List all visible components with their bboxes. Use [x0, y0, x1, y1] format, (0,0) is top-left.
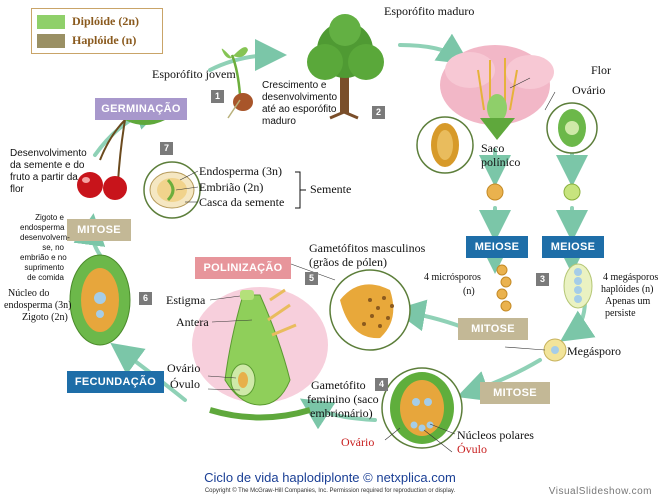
step-3: 3: [536, 273, 549, 286]
label-megasporos-4: persiste: [605, 308, 636, 319]
legend-haploid-swatch: [37, 34, 65, 48]
pollen-detail: [329, 269, 411, 351]
tag-mitose-left: MITOSE: [67, 219, 131, 241]
step-6: 6: [139, 292, 152, 305]
label-megasporos-2: haplóides (n): [601, 284, 654, 295]
step-5: 5: [305, 272, 318, 285]
label-crescimento-2: desenvolvimento: [262, 92, 338, 103]
label-microsporos-2: (n): [463, 286, 475, 297]
label-megasporo: Megásporo: [567, 344, 621, 358]
ovary-detail: [546, 102, 598, 154]
label-zigoto-endosperma-3: desenvolvem-: [20, 233, 70, 242]
legend-haploid-label: Haplóide (n): [72, 33, 137, 47]
tag-fecundacao: FECUNDAÇÃO: [67, 371, 164, 393]
tag-mitose-bottom: MITOSE: [480, 382, 550, 404]
label-estigma: Estigma: [166, 293, 206, 307]
label-esporofito-maduro: Esporófito maduro: [384, 4, 475, 18]
label-crescimento-1: Crescimento e: [262, 80, 327, 91]
label-megasporos-3: Apenas um: [605, 296, 651, 307]
step-1: 1: [211, 90, 224, 103]
microspores: [496, 264, 512, 312]
label-gametofito-fem-1: Gametófito: [311, 378, 366, 392]
label-esporofito-jovem: Esporófito jovem: [152, 67, 236, 81]
label-zigoto-endosperma-6: suprimento: [24, 263, 64, 272]
label-desenvolvimento-4: flor: [10, 184, 24, 195]
label-saco-polinico-1: Saco: [481, 141, 505, 155]
label-zigoto-endosperma-2: endosperma: [20, 223, 65, 232]
watermark: VisualSlideshow.com: [548, 486, 652, 497]
label-ovario-top: Ovário: [572, 83, 606, 97]
label-desenvolvimento-3: fruto a partir da: [10, 172, 78, 183]
flower-illustration: [440, 45, 554, 140]
copyright: Copyright © The McGraw-Hill Companies, I…: [204, 488, 456, 494]
label-crescimento-4: maduro: [262, 116, 296, 127]
label-gametofitos-masc-1: Gametófitos masculinos: [309, 241, 426, 255]
label-nucleo-endosperma-2: endosperma (3n): [4, 300, 72, 311]
legend-diploid-swatch: [37, 15, 65, 29]
label-gametofito-fem-2: feminino (saco: [307, 392, 379, 406]
tag-meiose-1: MEIOSE: [466, 236, 528, 258]
legend-diploid-label: Diplóide (2n): [72, 14, 140, 28]
tag-mitose-mid: MITOSE: [458, 318, 528, 340]
label-zigoto: Zigoto (2n): [22, 312, 68, 323]
label-crescimento-3: até ao esporófito: [262, 104, 337, 115]
step-7: 7: [160, 142, 173, 155]
label-nucleo-endosperma-1: Núcleo do: [8, 288, 50, 299]
label-ovario-bottom: Ovário: [341, 435, 375, 449]
label-gametofito-fem-3: embrionário): [310, 406, 373, 420]
anther-detail: [416, 116, 474, 174]
megaspores: [563, 263, 593, 309]
label-embriao: Embrião (2n): [199, 180, 264, 194]
megaspore: [543, 338, 567, 362]
caption: Ciclo de vida haplodiplonte © netxplica.…: [204, 470, 456, 485]
legend: Diplóide (2n) Haplóide (n): [31, 8, 163, 54]
label-semente: Semente: [310, 182, 352, 196]
label-ovario-mid: Ovário: [167, 361, 201, 375]
label-ovulo-bottom: Óvulo: [457, 442, 487, 456]
label-flor: Flor: [591, 63, 612, 77]
tag-polinizacao: POLINIZAÇÃO: [195, 257, 291, 279]
label-desenvolvimento-1: Desenvolvimento: [10, 148, 87, 159]
tree-illustration: [307, 14, 384, 120]
label-zigoto-endosperma-5: embrião e no: [20, 253, 67, 262]
fertilized-ovule: [69, 254, 131, 346]
label-megasporos-1: 4 megásporos: [603, 272, 659, 283]
label-zigoto-endosperma-1: Zigoto e: [35, 213, 64, 222]
label-saco-polinico-2: polínico: [481, 155, 521, 169]
label-antera: Antera: [176, 315, 209, 329]
label-zigoto-endosperma-4: se, no: [42, 243, 64, 252]
label-ovulo-mid: Óvulo: [170, 377, 200, 391]
pistil-illustration: [192, 287, 328, 421]
label-gametofitos-masc-2: (grãos de pólen): [309, 255, 387, 269]
label-nucleos-polares: Núcleos polares: [457, 428, 534, 442]
label-endosperma: Endosperma (3n): [199, 164, 282, 178]
step-4: 4: [375, 378, 388, 391]
step-2: 2: [372, 106, 385, 119]
tag-meiose-2: MEIOSE: [542, 236, 604, 258]
label-zigoto-endosperma-7: de comida: [27, 273, 64, 282]
label-desenvolvimento-2: da semente e do: [10, 160, 85, 171]
seedling-illustration: [221, 47, 253, 119]
embryo-sac-detail: [381, 367, 463, 449]
tag-germinacao: GERMINAÇÃO: [95, 98, 187, 120]
seed-detail: [143, 161, 201, 219]
label-casca: Casca da semente: [199, 195, 285, 209]
label-microsporos-1: 4 micrósporos: [424, 272, 481, 283]
